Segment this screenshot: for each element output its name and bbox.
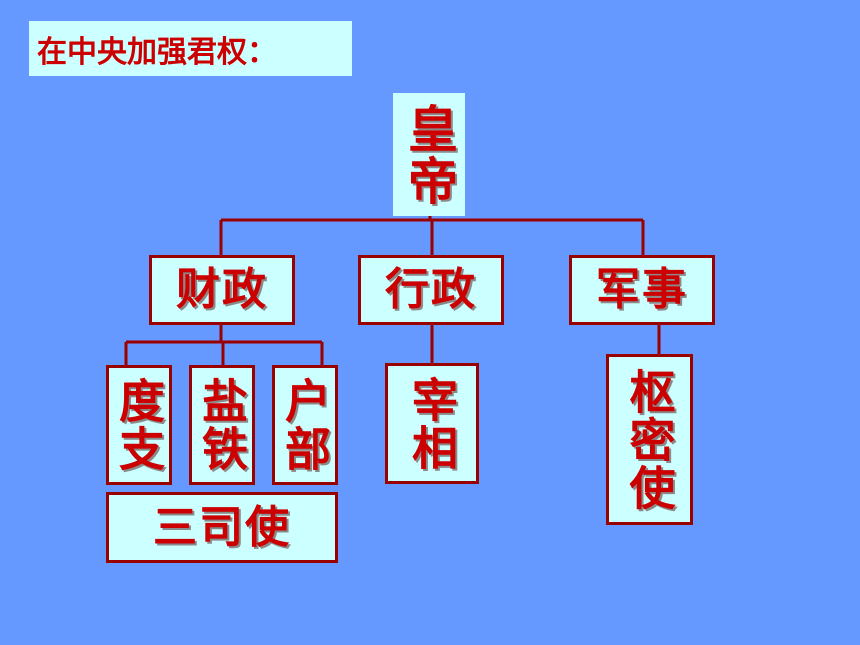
node-duzhi: 度支 [106, 365, 172, 485]
node-hubu: 户部 [272, 365, 338, 485]
node-military: 军事 [569, 255, 715, 325]
node-finance: 财政 [149, 255, 295, 325]
node-zaixiang: 宰相 [385, 363, 479, 484]
node-shumishi: 枢密使 [606, 354, 693, 525]
node-yantie: 盐铁 [189, 365, 255, 485]
node-sansishi: 三司使 [106, 492, 338, 563]
node-emperor: 皇帝 [393, 93, 465, 216]
slide-heading: 在中央加强君权： [29, 21, 352, 76]
node-administration: 行政 [358, 255, 504, 325]
